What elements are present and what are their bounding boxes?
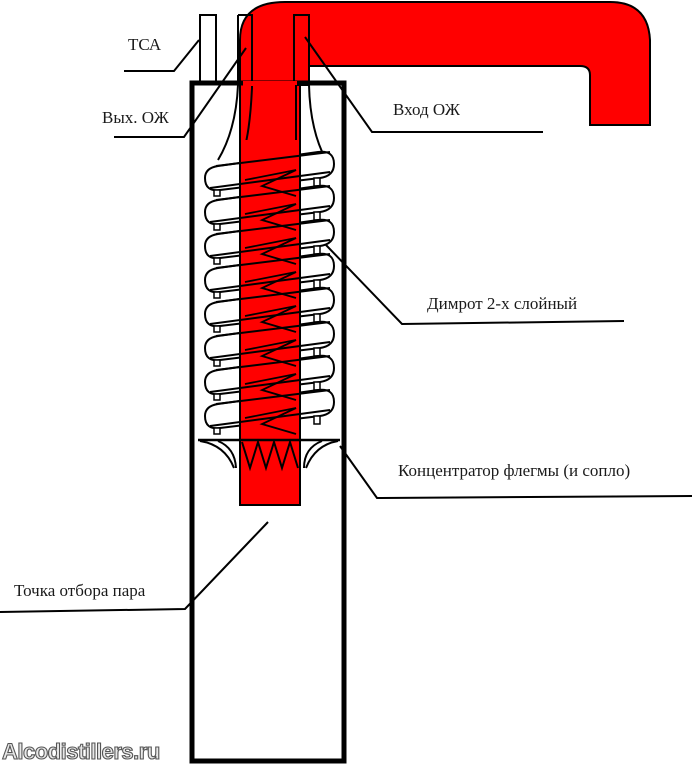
leader-tsa bbox=[124, 39, 200, 72]
coil-stub bbox=[213, 427, 221, 435]
inner-spiral-segment bbox=[244, 407, 297, 435]
coolant-out-tube bbox=[237, 14, 253, 88]
coil-front-strand bbox=[209, 239, 331, 257]
coil-stub bbox=[213, 223, 221, 231]
coil-stub bbox=[213, 393, 221, 401]
leader-vapor-takeoff bbox=[0, 521, 269, 613]
coil-front-strand bbox=[215, 355, 331, 371]
coil-front-strand bbox=[209, 341, 331, 359]
coil-front-strand bbox=[209, 205, 331, 223]
coil-front-strand bbox=[215, 321, 331, 337]
inner-spiral-segment bbox=[244, 203, 297, 231]
pipe-overlap bbox=[243, 81, 297, 86]
label-dimroth: Димрот 2-х слойный bbox=[427, 294, 577, 313]
coil-stub bbox=[313, 415, 321, 425]
tsa-tube bbox=[199, 14, 217, 84]
coil-front-strand bbox=[209, 409, 331, 427]
coil-stub bbox=[313, 313, 321, 323]
coil-feed-right bbox=[308, 84, 327, 161]
label-tsa: ТСА bbox=[128, 35, 162, 54]
coil-stub bbox=[213, 291, 221, 299]
leader-dimroth bbox=[325, 244, 625, 326]
inner-spiral bbox=[244, 169, 297, 435]
coil-stub bbox=[313, 279, 321, 289]
coil-front-strand bbox=[215, 219, 331, 235]
leader-concentrator bbox=[339, 445, 692, 500]
coil-front-strand bbox=[209, 273, 331, 291]
coil-stub bbox=[213, 359, 221, 367]
inner-spiral-segment bbox=[244, 339, 297, 367]
phlegm-concentrator bbox=[198, 438, 340, 472]
coil-stub bbox=[213, 189, 221, 197]
coil-front-strand bbox=[209, 171, 331, 189]
coil-front-strand bbox=[215, 185, 331, 201]
coil-front-strand bbox=[215, 389, 331, 405]
coil-front-strand bbox=[215, 151, 331, 167]
inner-spiral-segment bbox=[244, 169, 297, 197]
coil-stub bbox=[213, 257, 221, 265]
inner-spiral-segment bbox=[244, 271, 297, 299]
dimroth-coil bbox=[203, 140, 336, 504]
inner-spiral-segment bbox=[244, 237, 297, 265]
label-phlegm-concentrator: Концентратор флегмы (и сопло) bbox=[398, 461, 630, 480]
coil-stub bbox=[313, 177, 321, 187]
leader-coolant-in bbox=[304, 36, 543, 133]
coil-stub bbox=[313, 245, 321, 255]
coil-stub bbox=[313, 211, 321, 221]
coil-front-strand bbox=[209, 375, 331, 393]
label-coolant-in: Вход ОЖ bbox=[393, 100, 461, 119]
coolant-in-tube bbox=[293, 14, 310, 86]
coil-front-strand bbox=[215, 253, 331, 269]
inner-spiral-segment bbox=[244, 373, 297, 401]
label-vapor-takeoff: Точка отбора пара bbox=[14, 581, 146, 600]
coil-stub bbox=[213, 325, 221, 333]
coil-feed-left bbox=[217, 84, 239, 161]
coil-front-strand bbox=[215, 287, 331, 303]
coil-front-strand bbox=[209, 307, 331, 325]
coil-stub bbox=[313, 381, 321, 391]
inner-spiral-segment bbox=[244, 305, 297, 333]
label-coolant-out: Вых. ОЖ bbox=[102, 108, 170, 127]
coil-stub bbox=[313, 347, 321, 357]
leader-coolant-out bbox=[114, 47, 247, 138]
watermark: Alcodistillers.ru bbox=[2, 739, 160, 764]
